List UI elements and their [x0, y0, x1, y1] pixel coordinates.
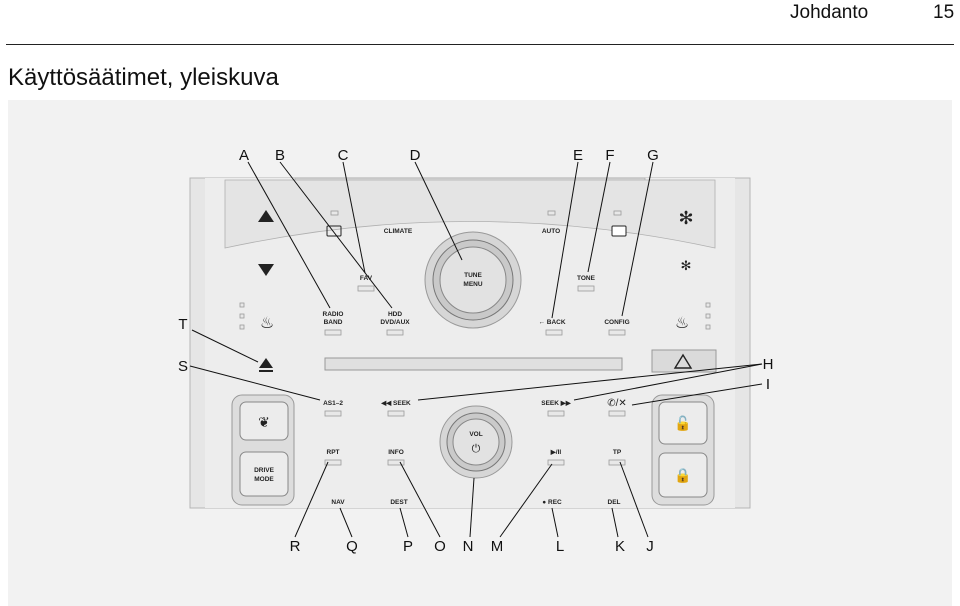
climate-panel — [224, 179, 716, 249]
config-button[interactable]: CONFIG — [604, 319, 629, 326]
tune-label: TUNE — [464, 272, 482, 279]
config-led — [608, 329, 626, 336]
drive-mode-button[interactable] — [239, 451, 289, 497]
callout-t: T — [178, 316, 187, 333]
del-button[interactable]: DEL — [608, 499, 621, 506]
callout-leader-lines — [189, 161, 763, 538]
play-led — [547, 459, 565, 466]
fan-high-icon[interactable]: ✻ — [678, 208, 693, 228]
eject-icon[interactable] — [259, 358, 273, 368]
radio-band-led — [324, 329, 342, 336]
callout-b: B — [275, 147, 285, 164]
radio-band-label-1[interactable]: RADIO — [323, 311, 344, 318]
callout-l: L — [556, 538, 564, 555]
page-title: Käyttösäätimet, yleiskuva — [8, 64, 279, 91]
fav-button[interactable]: FAV — [360, 275, 373, 282]
dest-button[interactable]: DEST — [390, 499, 407, 506]
tp-led — [608, 459, 626, 466]
temp-down-icon[interactable] — [258, 264, 274, 276]
callout-i: I — [766, 376, 770, 393]
vol-knob-face — [452, 418, 500, 466]
defrost-front-icon[interactable] — [326, 225, 342, 237]
disc-slot[interactable] — [324, 357, 623, 371]
page-number: 15 — [933, 2, 955, 23]
tune-knob-face — [439, 246, 507, 314]
header-rule — [6, 44, 954, 45]
auto-button[interactable]: AUTO — [542, 228, 560, 235]
indicator-led — [330, 210, 339, 216]
phone-led — [608, 410, 626, 417]
nav-button[interactable]: NAV — [331, 499, 345, 506]
unlock-icon: 🔓 — [674, 415, 691, 432]
info-button[interactable]: INFO — [388, 449, 404, 456]
right-seat-heat-leds — [705, 302, 711, 330]
back-button[interactable]: ← BACK — [538, 319, 565, 326]
callout-d: D — [410, 147, 421, 164]
play-pause-button[interactable]: ▶/II — [550, 449, 562, 456]
climate-button[interactable]: CLIMATE — [384, 228, 413, 235]
rec-button[interactable]: ● REC — [542, 499, 562, 506]
callout-j: J — [646, 538, 654, 555]
callout-g: G — [647, 147, 659, 164]
callout-r: R — [290, 538, 301, 555]
fan-low-icon[interactable]: ✻ — [681, 258, 692, 273]
info-led — [387, 459, 405, 466]
mode-label: MODE — [254, 476, 274, 483]
seek-forward-button[interactable]: SEEK ▶▶ — [541, 400, 572, 407]
indicator-led — [547, 210, 556, 216]
menu-label: MENU — [463, 281, 482, 288]
lock-icon: 🔒 — [674, 467, 691, 484]
control-panel-figure: ✻ ✻ CLIMATE AUTO FAV TONE TUNE MENU ♨ ♨ … — [8, 100, 952, 606]
hdd-led — [386, 329, 404, 336]
seek-back-led — [387, 410, 405, 417]
lock-button[interactable] — [658, 452, 708, 498]
hazard-warning-icon — [673, 353, 693, 369]
as-led — [324, 410, 342, 417]
callout-a: A — [239, 147, 249, 164]
radio-band-label-2[interactable]: BAND — [324, 319, 343, 326]
hdd-label-2[interactable]: DVD/AUX — [380, 319, 410, 326]
tp-button[interactable]: TP — [613, 449, 622, 456]
callout-m: M — [491, 538, 504, 555]
callout-e: E — [573, 147, 583, 164]
callout-n: N — [463, 538, 474, 555]
rpt-button[interactable]: RPT — [327, 449, 340, 456]
drive-label: DRIVE — [254, 467, 275, 474]
seek-forward-led — [547, 410, 565, 417]
callout-o: O — [434, 538, 446, 555]
callout-k: K — [615, 538, 625, 555]
tone-button[interactable]: TONE — [577, 275, 596, 282]
as-button[interactable]: AS1–2 — [323, 400, 343, 407]
callout-q: Q — [346, 538, 358, 555]
temp-up-icon[interactable] — [258, 210, 274, 222]
leaf-icon: ❦ — [258, 414, 270, 430]
seek-back-button[interactable]: ◀◀ SEEK — [380, 400, 411, 407]
tone-led — [577, 285, 595, 292]
callout-c: C — [338, 147, 349, 164]
phone-mute-icon[interactable]: ✆/✕ — [607, 398, 627, 409]
unlock-button[interactable] — [658, 401, 708, 445]
eco-button[interactable] — [239, 401, 289, 441]
power-icon: ⏻ — [472, 443, 481, 455]
indicator-led — [613, 210, 622, 216]
vol-label: VOL — [469, 431, 482, 438]
rpt-led — [324, 459, 342, 466]
running-header-section: Johdanto — [790, 2, 869, 23]
left-seat-heat-leds — [239, 302, 245, 330]
defrost-rear-icon[interactable] — [611, 225, 627, 237]
callout-p: P — [403, 538, 413, 555]
eject-bar-icon — [259, 370, 273, 372]
fav-led — [357, 285, 375, 292]
back-led — [545, 329, 563, 336]
callout-s: S — [178, 358, 188, 375]
callout-f: F — [605, 147, 614, 164]
callout-h: H — [763, 356, 774, 373]
left-heated-seat-icon[interactable]: ♨ — [260, 315, 274, 332]
right-heated-seat-icon[interactable]: ♨ — [675, 315, 689, 332]
hdd-label-1[interactable]: HDD — [388, 311, 402, 318]
